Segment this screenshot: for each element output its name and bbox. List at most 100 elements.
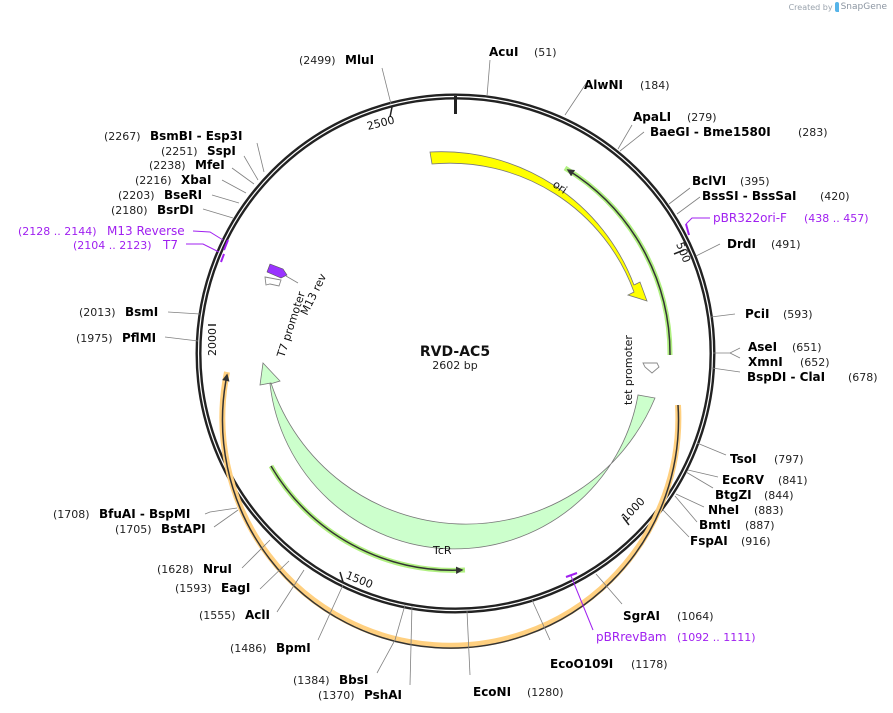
svg-text:BaeGI - Bme1580I: BaeGI - Bme1580I [650,125,771,139]
svg-text:(395): (395) [740,175,770,188]
svg-text:BsmBI - Esp3I: BsmBI - Esp3I [150,129,242,143]
svg-text:(1370): (1370) [318,689,355,702]
enzyme-bseri[interactable]: (2203)BseRI [118,188,202,202]
svg-text:(438 .. 457): (438 .. 457) [804,212,869,225]
svg-text:BfuAI - BspMI: BfuAI - BspMI [99,507,190,521]
orf-tcr-inner[interactable] [268,464,466,575]
svg-text:FspAI: FspAI [690,534,728,548]
enzyme-bclvi[interactable]: BclVI(395) [692,174,770,188]
enzyme-bsrdi[interactable]: (2180)BsrDI [111,203,194,217]
svg-text:pBRrevBam: pBRrevBam [596,630,667,644]
feature-label-tcr: TcR [432,544,452,557]
enzyme-acli[interactable]: (1555)AclI [199,608,270,622]
svg-text:BssSI - BssSaI: BssSI - BssSaI [702,189,797,203]
enzyme-bsssi[interactable]: BssSI - BssSaI (420) [702,189,850,203]
enzyme-pshai[interactable]: (1370) PshAI [318,688,402,702]
enzyme-pcii[interactable]: PciI(593) [745,307,813,321]
svg-text:(916): (916) [741,535,771,548]
svg-text:(678): (678) [848,371,878,384]
svg-text:(797): (797) [774,453,804,466]
svg-text:(420): (420) [820,190,850,203]
enzyme-mfei[interactable]: (2238)MfeI [149,158,225,172]
enzyme-sgrai[interactable]: SgrAI(1064) [623,609,714,623]
promoter-arrow-icon [264,276,282,287]
svg-text:(651): (651) [792,341,822,354]
enzyme-pflmi[interactable]: (1975) PflMI [76,331,156,345]
svg-text:(2499): (2499) [299,54,336,67]
enzyme-fspai[interactable]: FspAI (916) [690,534,771,548]
enzyme-baegi[interactable]: BaeGI - Bme1580I(283) [650,125,828,139]
svg-text:PflMI: PflMI [122,331,156,345]
svg-text:AseI: AseI [748,340,777,354]
feature-tet-promoter[interactable]: tet promoter [622,335,660,405]
feature-t7-promoter[interactable]: T7 promoter [264,276,308,360]
snapgene-credit: Created by SnapGene [789,2,887,12]
enzyme-sspi[interactable]: (2251)SspI [161,144,236,158]
feature-m13-rev[interactable]: M13 rev [266,263,329,317]
orf-orange[interactable] [219,371,682,649]
enzyme-ecorv[interactable]: EcoRV(841) [722,473,808,487]
enzyme-labels-right: AcuI(51) AlwNI(184) ApaLI(279) BaeGI - B… [473,45,878,699]
plasmid-name: RVD-AC5 [420,344,490,360]
enzyme-alwni[interactable]: AlwNI(184) [584,78,670,92]
svg-text:MluI: MluI [345,53,374,67]
enzyme-acui[interactable]: AcuI(51) [489,45,557,59]
enzyme-btgzi[interactable]: BtgZI(844) [715,488,794,502]
svg-text:(1092 .. 1111): (1092 .. 1111) [677,631,756,644]
svg-text:ApaLI: ApaLI [633,110,671,124]
svg-text:(1064): (1064) [677,610,714,623]
primer-m13-reverse[interactable]: (2128 .. 2144) M13 Reverse [18,224,229,251]
svg-text:(1384): (1384) [293,674,330,687]
primer-pbrrevbam[interactable]: pBRrevBam (1092 .. 1111) [565,572,756,644]
svg-text:(2013): (2013) [79,306,116,319]
feature-ori[interactable]: ori [429,151,648,302]
svg-text:BpmI: BpmI [276,641,311,655]
tick-2500: 2500 [366,114,396,133]
svg-text:(491): (491) [771,238,801,251]
svg-text:PshAI: PshAI [364,688,402,702]
enzyme-nhei[interactable]: NheI(883) [708,503,784,517]
feature-label-tet-promoter: tet promoter [622,335,635,405]
enzyme-bmti[interactable]: BmtI(887) [699,518,775,532]
enzyme-bsmi[interactable]: (2013)BsmI [79,305,158,319]
svg-text:(1705): (1705) [115,523,152,536]
svg-text:(1593): (1593) [175,582,212,595]
svg-text:(2238): (2238) [149,159,186,172]
feature-tcr[interactable]: TcR [259,362,656,557]
enzyme-xbai[interactable]: (2216)XbaI [135,173,211,187]
enzyme-bstapi[interactable]: (1705)BstAPI [115,522,206,536]
enzyme-bfuai[interactable]: (1708) BfuAI - BspMI [53,507,190,521]
svg-text:(2203): (2203) [118,189,155,202]
enzyme-tsoi[interactable]: TsoI(797) [730,452,804,466]
enzyme-drdi[interactable]: DrdI(491) [727,237,801,251]
svg-text:(1708): (1708) [53,508,90,521]
svg-text:BtgZI: BtgZI [715,488,752,502]
enzyme-bspdi[interactable]: BspDI - ClaI(678) [747,370,878,384]
enzyme-econi[interactable]: EcoNI(1280) [473,685,564,699]
primer-pbr322ori-f[interactable]: pBR322ori-F (438 .. 457) [685,211,869,236]
orf-ori-region[interactable] [563,165,673,356]
svg-text:(1280): (1280) [527,686,564,699]
credit-brand: SnapGene [840,2,887,12]
svg-text:(841): (841) [778,474,808,487]
svg-text:(887): (887) [745,519,775,532]
svg-text:(184): (184) [640,79,670,92]
svg-text:(1975): (1975) [76,332,113,345]
enzyme-bbsi[interactable]: (1384)BbsI [293,673,368,687]
svg-text:XmnI: XmnI [748,355,783,369]
enzyme-apali[interactable]: ApaLI(279) [633,110,717,124]
enzyme-eagi[interactable]: (1593)EagI [175,581,250,595]
svg-text:AcuI: AcuI [489,45,518,59]
enzyme-nrui[interactable]: (1628)NruI [157,562,232,576]
primer-t7[interactable]: (2104 .. 2123) T7 [73,238,225,263]
svg-text:EcoO109I: EcoO109I [550,657,613,671]
enzyme-mlui[interactable]: (2499) MluI [299,53,374,67]
enzyme-xmni[interactable]: XmnI(652) [748,355,830,369]
enzyme-bsmbi[interactable]: (2267)BsmBI - Esp3I [104,129,242,143]
enzyme-asei[interactable]: AseI (651) [748,340,822,354]
enzyme-ecoo109i[interactable]: EcoO109I(1178) [550,657,668,671]
svg-text:(2216): (2216) [135,174,172,187]
svg-text:BsrDI: BsrDI [157,203,194,217]
enzyme-bpmi[interactable]: (1486)BpmI [230,641,311,655]
